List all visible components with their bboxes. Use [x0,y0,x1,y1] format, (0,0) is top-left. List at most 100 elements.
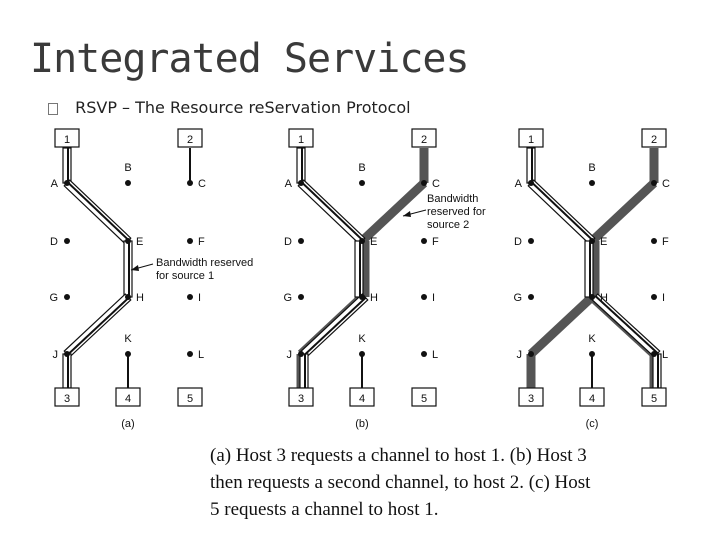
router-node [187,351,193,357]
router-node [298,351,304,357]
reserved-path-ladder [123,240,133,298]
router-label: L [198,349,204,361]
router-node [125,180,131,186]
host-box [349,387,375,407]
router-node [589,180,595,186]
reserved-path-ladder [300,293,369,358]
annotation-arrowhead [131,265,139,271]
annotation-text: for source 1 [156,270,214,282]
router-label: E [136,236,143,248]
host-label: 5 [651,393,657,405]
router-node [125,294,131,300]
router-node [298,294,304,300]
reserved-path-ladder [527,179,596,245]
reserved-path-ladder [652,353,662,389]
router-label: C [662,178,670,190]
host-box [115,387,141,407]
router-label: F [198,236,205,248]
router-node [359,238,365,244]
router-label: G [513,292,522,304]
host-label: 2 [421,134,427,146]
router-node [187,294,193,300]
host-box [288,387,314,407]
router-node [528,351,534,357]
router-label: K [588,333,596,345]
router-label: J [287,349,293,361]
router-label: K [358,333,366,345]
router-label: I [198,292,201,304]
figure-caption: (a) Host 3 requests a channel to host 1.… [210,442,710,523]
host-label: 3 [64,393,70,405]
reserved-path-ladder [526,147,536,184]
router-node [64,294,70,300]
router-label: B [124,162,131,174]
annotation-arrowhead [403,211,411,217]
reserved-path-ladder [299,353,309,389]
bullet-item: RSVP – The Resource reServation Protocol [48,98,411,117]
reserved-path-thick [649,148,659,183]
router-label: J [53,349,59,361]
reserved-path-ladder [63,293,132,358]
router-node [651,351,657,357]
annotation-text: Bandwidth reserved [156,257,253,269]
router-label: K [124,333,132,345]
router-node [64,180,70,186]
host-box [411,387,437,407]
router-label: J [517,349,523,361]
router-label: A [515,178,523,190]
router-node [421,294,427,300]
reserved-path-ladder [354,240,364,298]
router-node [528,294,534,300]
host-box [641,387,667,407]
host-box [54,387,80,407]
router-label: E [370,236,377,248]
router-label: I [432,292,435,304]
caption-line-1: (a) Host 3 requests a channel to host 1.… [210,445,587,466]
reserved-path-thick [526,354,536,388]
router-node [359,180,365,186]
host-label: 5 [187,393,193,405]
router-node [421,180,427,186]
host-label: 2 [187,134,193,146]
caption-line-2: then requests a second channel, to host … [210,472,591,493]
bullet-text: RSVP – The Resource reServation Protocol [75,98,411,117]
annotation-text: Bandwidth [427,193,478,205]
square-bullet-icon [48,102,58,115]
host-box [177,387,203,407]
router-node [589,294,595,300]
host-box [518,128,544,148]
host-box [641,128,667,148]
host-box [518,387,544,407]
host-box [177,128,203,148]
router-node [64,351,70,357]
router-node [421,351,427,357]
router-label: B [358,162,365,174]
reserved-path-ladder [584,240,594,298]
router-node [528,238,534,244]
router-node [187,238,193,244]
router-label: L [662,349,668,361]
host-label: 4 [125,393,131,405]
router-label: C [432,178,440,190]
annotation-text: reserved for [427,206,486,218]
router-node [421,238,427,244]
router-node [359,351,365,357]
router-node [651,294,657,300]
router-label: B [588,162,595,174]
router-node [528,180,534,186]
reserved-path-thick [419,148,429,183]
router-label: D [514,236,522,248]
reserved-path-ladder [63,179,132,245]
reserved-path-thick [527,293,596,358]
host-label: 1 [528,134,534,146]
panel-label: (b) [355,418,368,430]
host-label: 1 [298,134,304,146]
host-box [411,128,437,148]
panel-label: (c) [586,418,599,430]
host-label: 4 [589,393,595,405]
reserved-path-thick [358,179,428,245]
router-node [651,180,657,186]
slide-title: Integrated Services [30,36,470,82]
host-box [54,128,80,148]
router-node [589,238,595,244]
